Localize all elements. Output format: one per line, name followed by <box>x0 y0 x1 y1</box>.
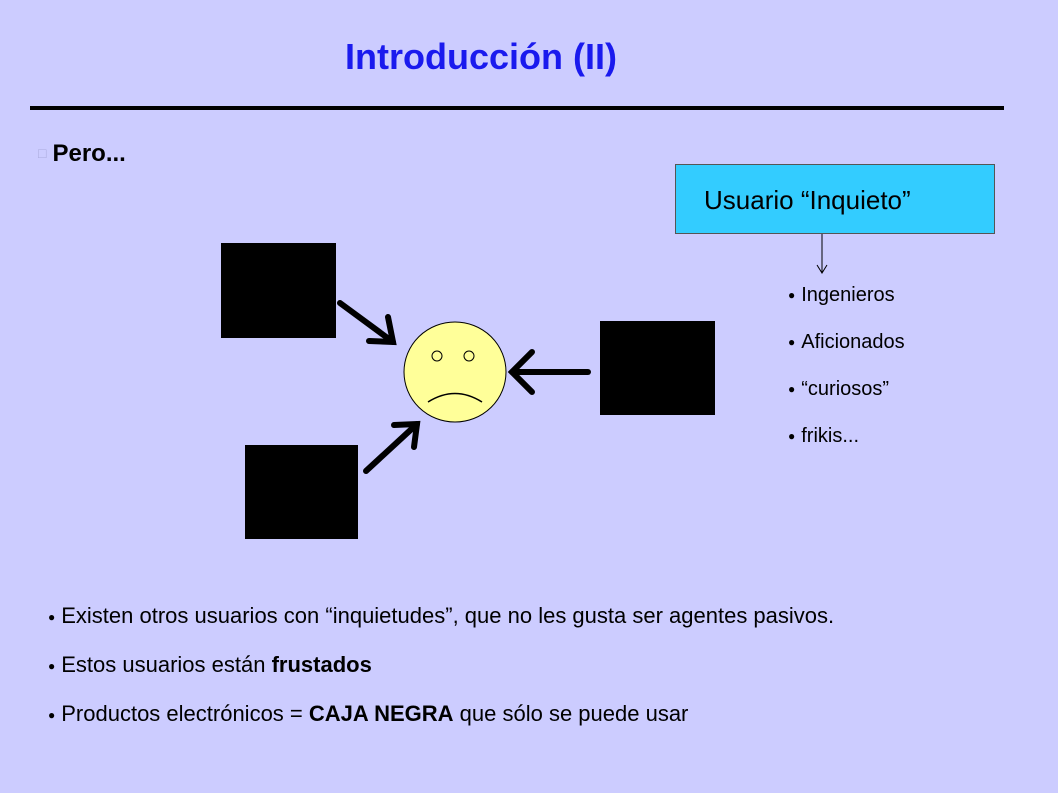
arrow-top-left-icon <box>337 300 397 346</box>
bullet-icon: ● <box>48 610 56 624</box>
arrow-bottom-left-icon <box>363 420 421 474</box>
list-item: ●Aficionados <box>788 331 905 353</box>
callout-arrow-head <box>816 264 828 274</box>
list-item: ●“curiosos” <box>788 378 890 400</box>
lead-text: Pero... <box>52 140 126 167</box>
bottom-bullets: ●Existen otros usuarios con “inquietudes… <box>48 600 1028 747</box>
arrow-right-icon <box>507 349 591 395</box>
list-item: ●frikis... <box>788 425 860 447</box>
list-item: ●Ingenieros <box>788 284 895 306</box>
black-box-top-left <box>221 243 336 338</box>
list-item: ●Existen otros usuarios con “inquietudes… <box>48 603 835 628</box>
user-type-list: ●Ingenieros ●Aficionados ●“curiosos” ●fr… <box>788 284 905 472</box>
list-item: ●Productos electrónicos = CAJA NEGRA que… <box>48 701 689 726</box>
slide-title: Introducción (II) <box>345 36 617 77</box>
black-box-right <box>600 321 715 415</box>
lead-bullet: □ Pero... <box>38 140 126 168</box>
bullet-mark-icon: □ <box>38 145 47 161</box>
bullet-icon: ● <box>788 288 796 302</box>
bullet-icon: ● <box>788 382 796 396</box>
bullet-icon: ● <box>48 708 56 722</box>
bullet-icon: ● <box>48 659 56 673</box>
bullet-icon: ● <box>788 429 796 443</box>
black-box-bottom-left <box>245 445 358 539</box>
callout-box: Usuario “Inquieto” <box>675 164 995 234</box>
list-item: ●Estos usuarios están frustados <box>48 652 372 677</box>
bullet-icon: ● <box>788 335 796 349</box>
sad-face-icon <box>403 321 507 423</box>
title-divider <box>30 106 1004 110</box>
